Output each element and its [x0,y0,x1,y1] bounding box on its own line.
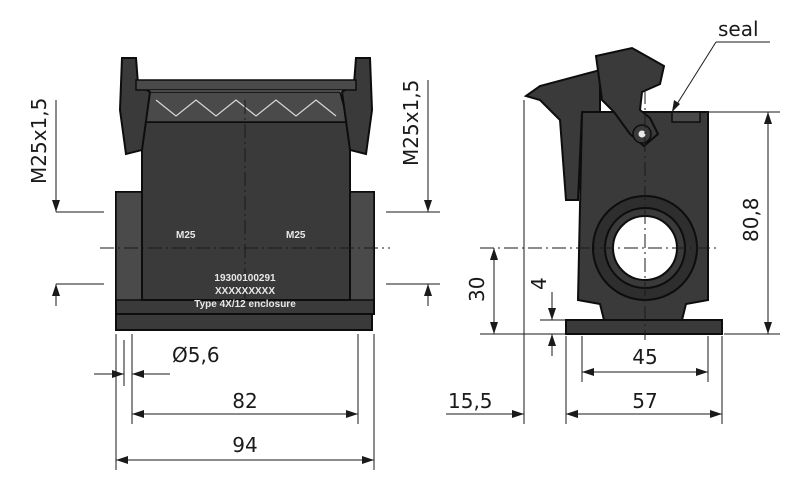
dim-offset-15-5: 15,5 [448,389,493,413]
dim-width-45: 45 [632,345,657,369]
dim-hole-dia: Ø5,6 [172,343,220,367]
side-locking-lever [594,46,666,148]
side-pivot-inner [638,130,646,138]
dim-width-82: 82 [232,389,257,413]
front-lever-bar [135,79,357,91]
seal-callout: seal [671,17,770,113]
label-m25-left: M25 [176,230,196,241]
front-left-lever [118,57,152,156]
front-view: M25 M25 19300100291 XXXXXXXXX Type 4X/12… [100,57,390,331]
dim-height-4: 4 [527,277,551,290]
side-seal [671,111,701,123]
front-base-flange [115,313,373,331]
label-seal: seal [718,17,759,41]
label-serial: XXXXXXXXX [215,286,275,297]
side-hood-arm [523,68,601,201]
label-m25-right: M25 [286,230,306,241]
dim-width-57: 57 [632,389,657,413]
side-dimensions: 80,8 30 4 45 57 15,5 [446,100,780,424]
dim-thread-left: M25x1,5 [27,98,51,184]
label-type: Type 4X/12 enclosure [194,299,296,310]
dim-height-80-8: 80,8 [739,197,763,242]
front-rib-pattern [155,99,337,117]
front-dimensions: M25x1,5 M25x1,5 Ø5,6 82 94 [27,80,440,470]
dim-thread-mid: M25x1,5 [399,80,423,166]
dim-height-30: 30 [465,277,489,302]
label-part-number: 19300100291 [214,273,276,284]
dim-width-94: 94 [232,433,257,457]
side-view [480,46,723,340]
side-base-flange [565,319,723,335]
